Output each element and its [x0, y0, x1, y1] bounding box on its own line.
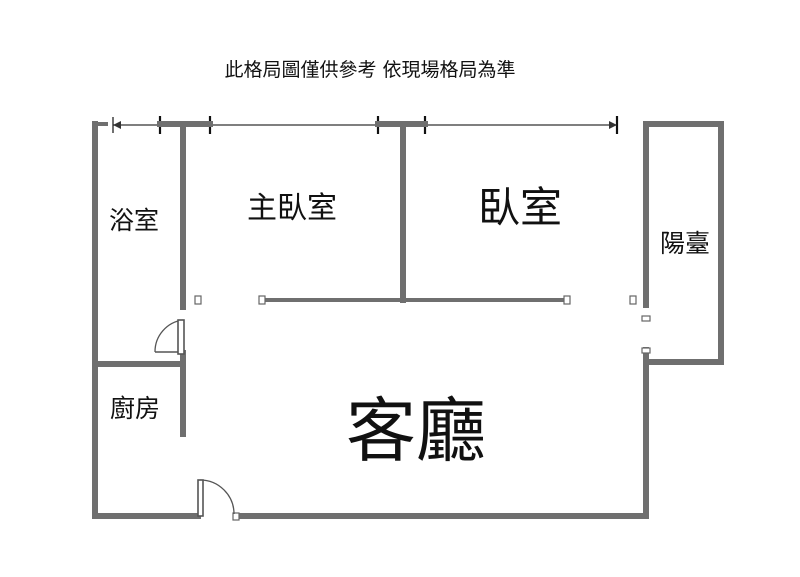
- room-label-bedroom: 臥室: [478, 183, 562, 232]
- wall-markers: [194, 295, 651, 521]
- wall-end-marker: [258, 295, 266, 305]
- wall-end-marker: [641, 347, 651, 354]
- interior-walls: [92, 121, 567, 437]
- entry-door: [197, 479, 235, 517]
- room-label-living-room: 客廳: [346, 390, 486, 472]
- room-label-kitchen: 廚房: [110, 394, 160, 423]
- room-label-master-bedroom: 主臥室: [247, 191, 337, 226]
- room-label-balcony: 陽臺: [660, 229, 710, 258]
- wall-end-marker: [194, 295, 202, 305]
- room-label-bathroom: 浴室: [109, 206, 159, 235]
- wall-end-marker: [629, 295, 637, 305]
- disclaimer-caption: 此格局圖僅供參考 依現場格局為準: [224, 59, 515, 81]
- dimension-arrow-icon: [113, 121, 121, 129]
- wall-end-marker: [232, 512, 240, 521]
- bathroom-door: [154, 319, 185, 355]
- dimension-arrow-icon: [609, 121, 617, 129]
- wall-end-marker: [641, 315, 651, 322]
- wall-end-marker: [563, 295, 571, 305]
